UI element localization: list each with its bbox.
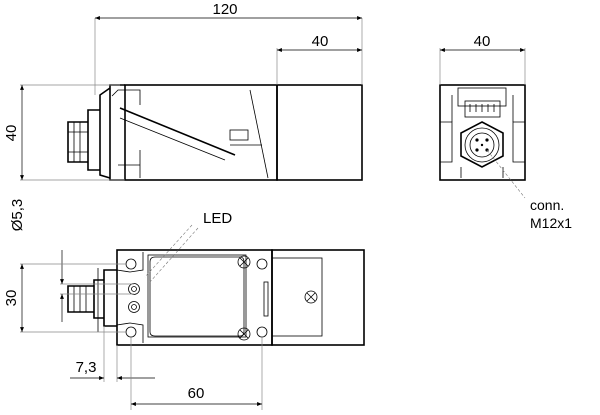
dim-side-width: 40 — [474, 33, 491, 50]
top-view — [67, 249, 365, 346]
side-view — [67, 84, 363, 181]
connector-label-line1: conn. — [530, 197, 564, 213]
dim-hole-diameter: Ø5,3 — [9, 199, 26, 232]
dim-height: 40 — [3, 125, 20, 142]
dim-overall-length: 120 — [212, 1, 237, 18]
dim-offset: 7,3 — [76, 359, 97, 376]
led-label: LED — [203, 210, 232, 227]
dim-head-length: 40 — [312, 33, 329, 50]
front-view — [439, 84, 526, 181]
dim-mount-height: 30 — [3, 290, 20, 307]
connector-label-line2: M12x1 — [530, 215, 572, 231]
dim-hole-spacing: 60 — [188, 385, 205, 402]
